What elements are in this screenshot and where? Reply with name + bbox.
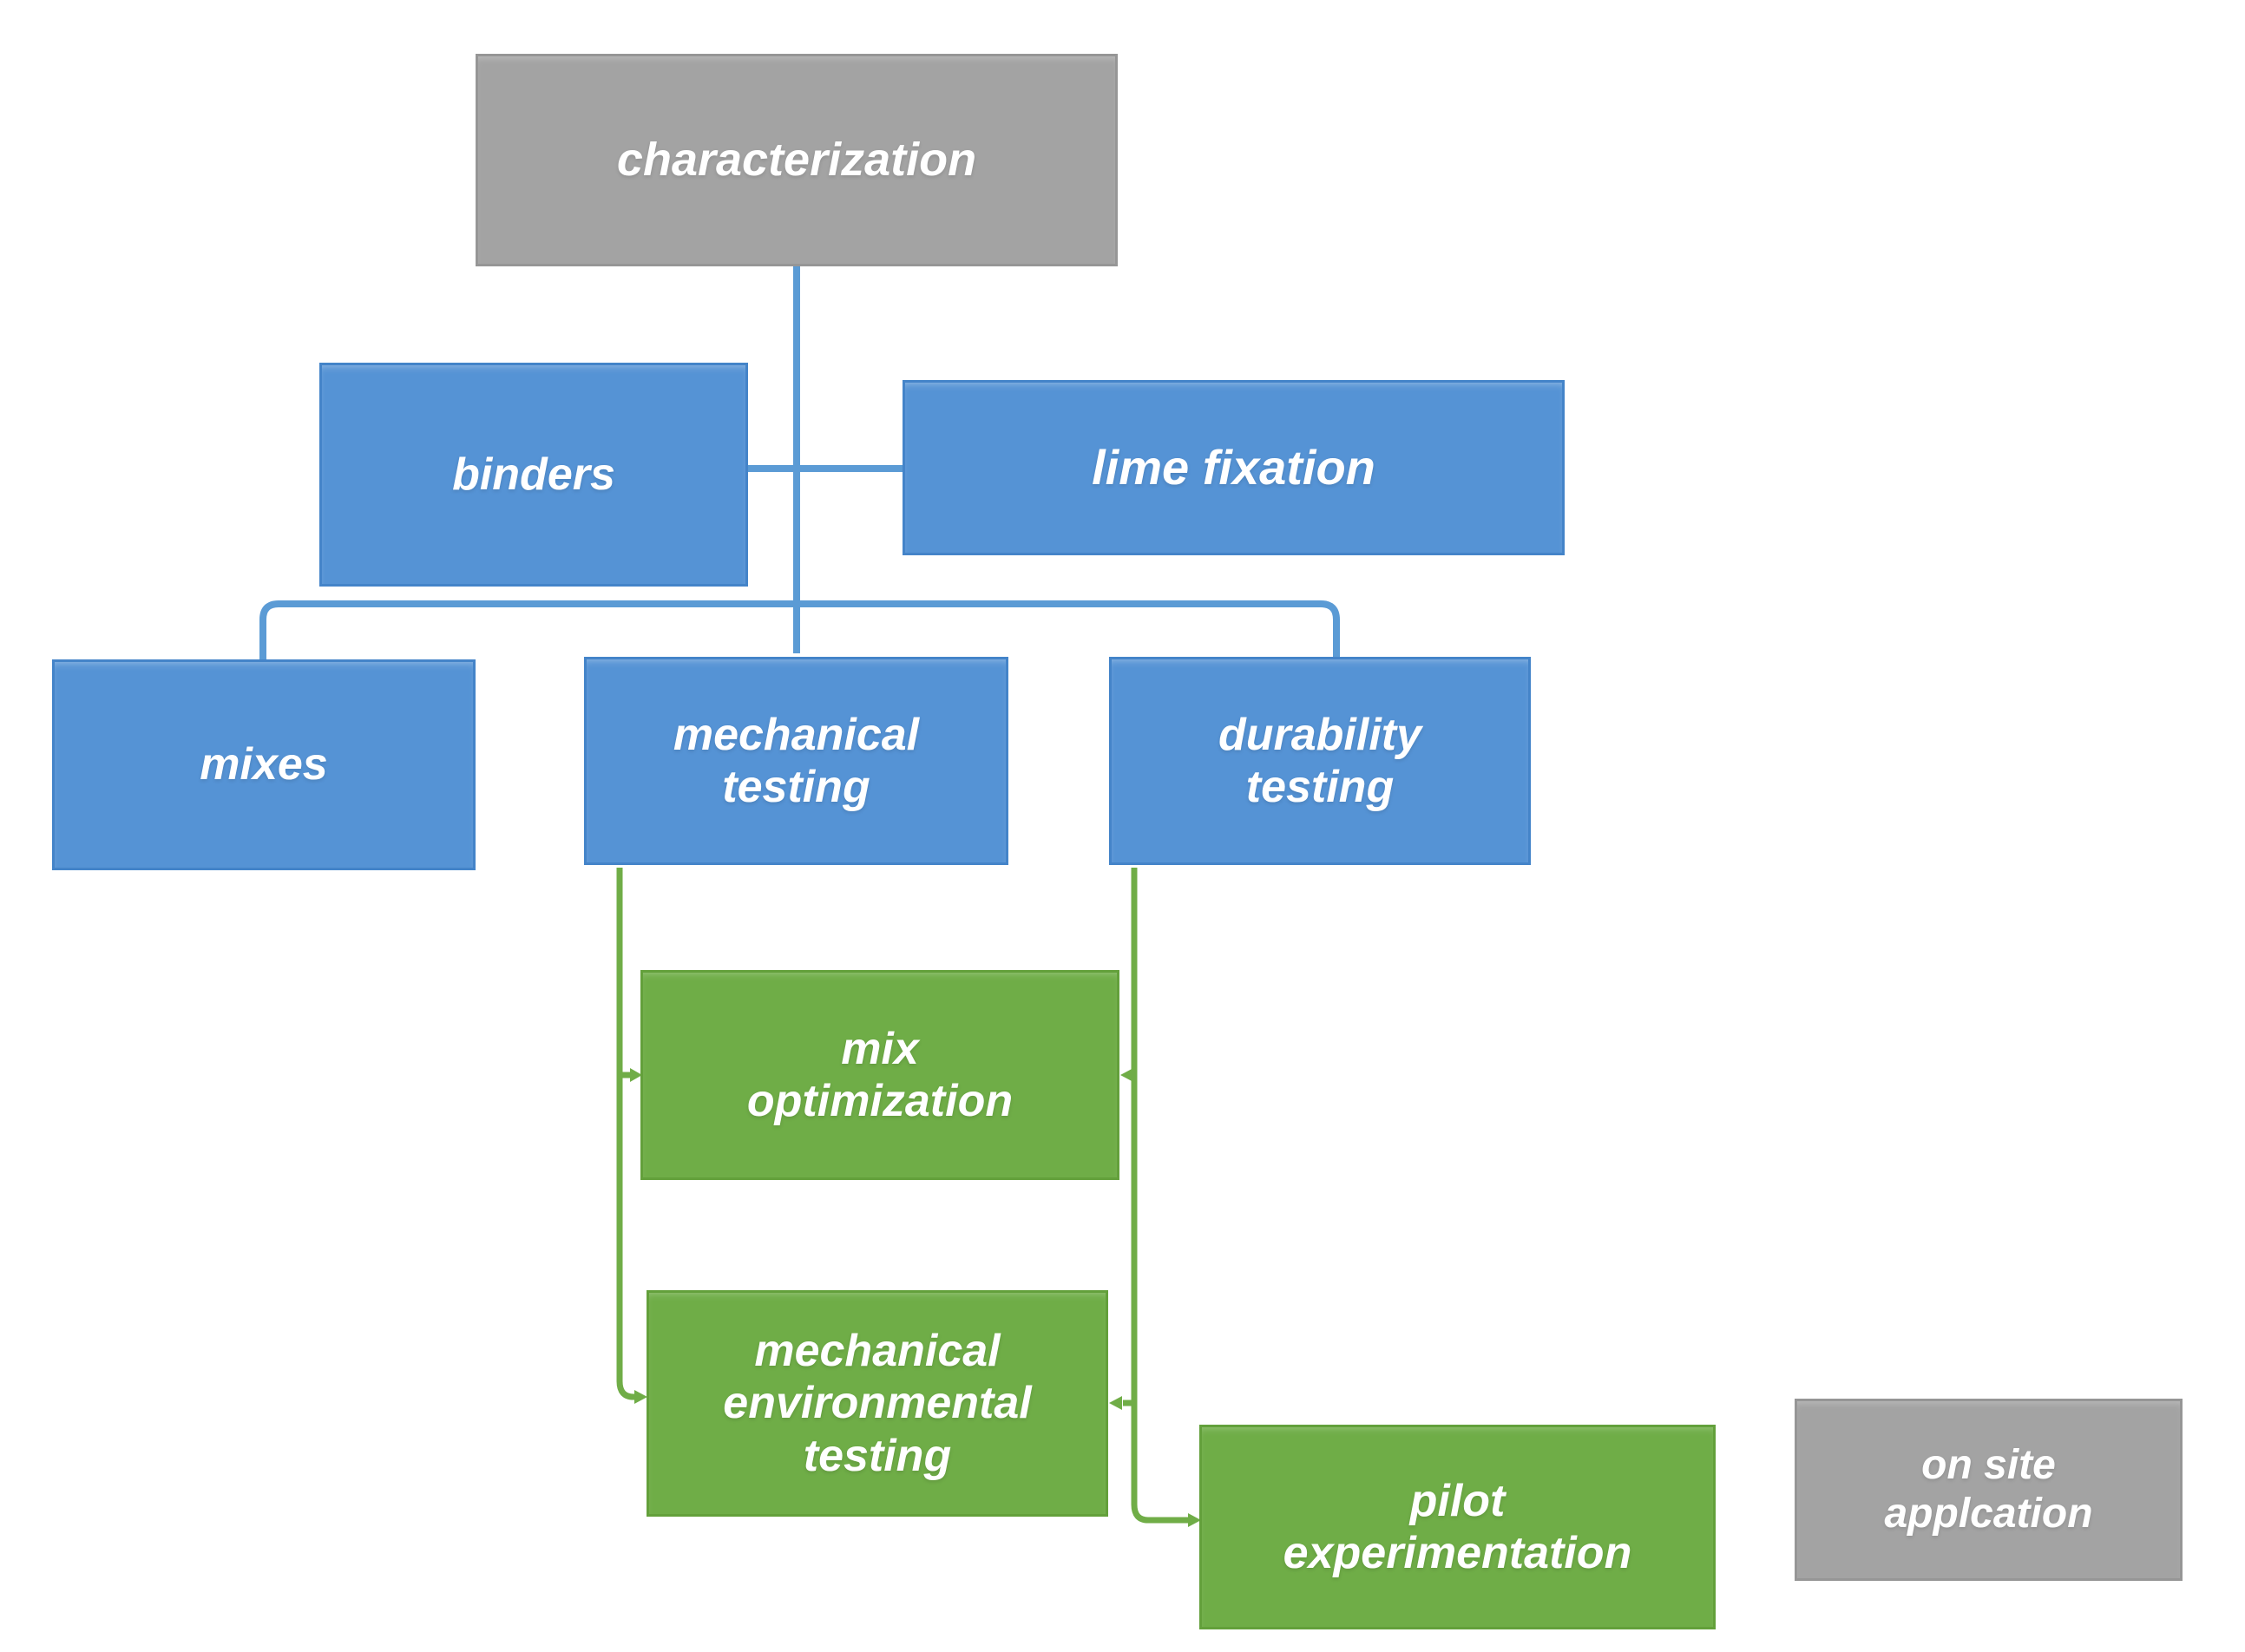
node-durability-testing: durability testing: [1109, 657, 1531, 865]
node-mixes: mixes: [52, 659, 476, 870]
node-characterization: characterization: [476, 54, 1118, 266]
node-mechanical-environmental-testing: mechanical environmental testing: [647, 1290, 1108, 1517]
node-on-site-application: on site applcation: [1795, 1399, 2183, 1581]
node-mix-optimization: mix optimization: [640, 970, 1119, 1180]
connector-level3-bracket: [259, 600, 1340, 659]
arrowhead-into-mech-env-right: [1109, 1396, 1122, 1410]
arrowhead-into-mech-env-left: [634, 1390, 647, 1404]
node-mechanical-testing: mechanical testing: [584, 657, 1008, 865]
connector-mechanical-testing-drop: [616, 868, 637, 1400]
node-binders: binders: [319, 363, 748, 587]
arrowhead-into-mix-optimization-right: [1120, 1068, 1133, 1082]
arrowhead-into-pilot-left: [1188, 1513, 1201, 1527]
arrowhead-into-mix-optimization-left: [630, 1068, 642, 1082]
node-lime-fixation: lime fixation: [903, 380, 1565, 555]
connector-durability-testing-drop: [1131, 868, 1189, 1524]
node-pilot-experimentation: pilot experimentation: [1199, 1425, 1716, 1629]
